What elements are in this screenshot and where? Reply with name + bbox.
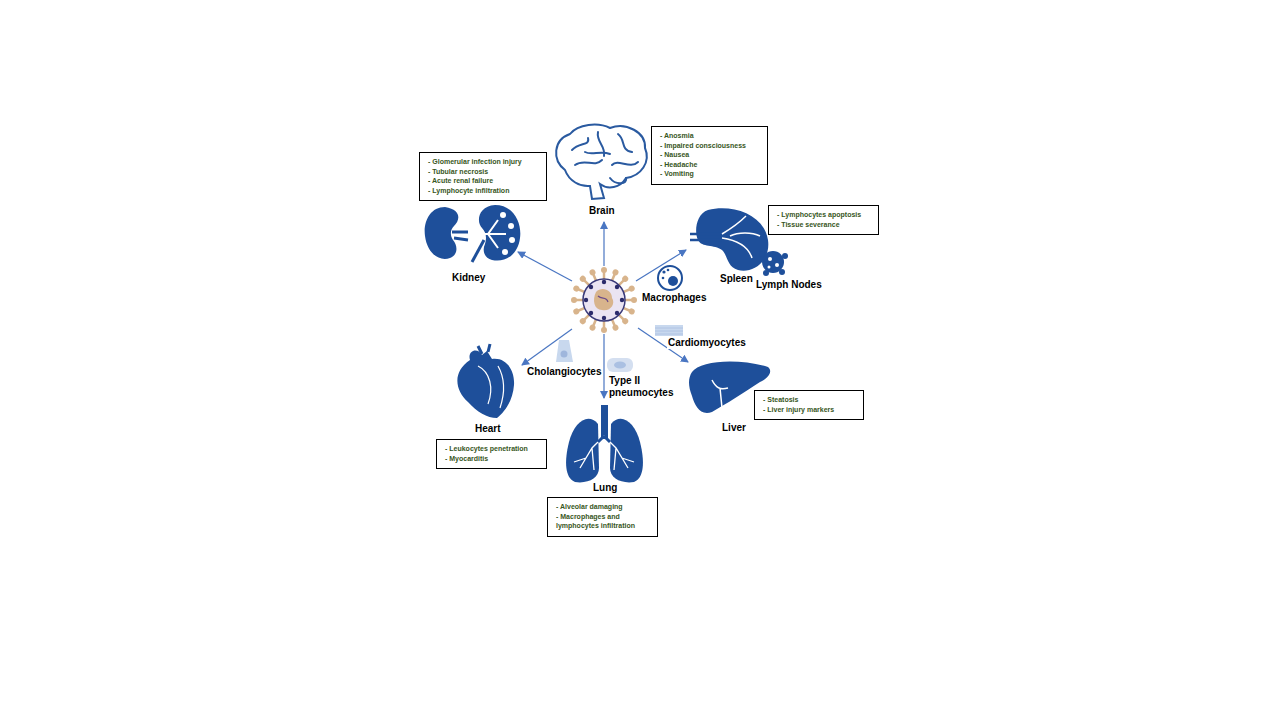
- bullet-text: - Nausea: [660, 150, 763, 160]
- macrophage-icon: [658, 266, 682, 290]
- bullet-text: - Liver injury markers: [763, 405, 859, 415]
- callout-box: - Alveolar damaging- Macrophages and lym…: [547, 497, 658, 537]
- bullet-text: - Impaired consciousness: [660, 141, 763, 151]
- bullet-text: - Lymphocyte infiltration: [428, 186, 542, 196]
- callout-box: - Glomerular infection injury- Tubular n…: [419, 152, 547, 201]
- organ-label: Lymph Nodes: [755, 279, 823, 291]
- cholangiocyte-icon: [556, 340, 573, 362]
- pneumocyte-icon: [607, 358, 633, 372]
- bullet-text: - Anosmia: [660, 131, 763, 141]
- bullet-text: - Alveolar damaging: [556, 502, 653, 512]
- bullet-text: - Acute renal failure: [428, 176, 542, 186]
- callout-box: - Leukocytes penetration- Myocarditis: [436, 439, 547, 469]
- bullet-text: - Glomerular infection injury: [428, 157, 542, 167]
- lung-icon: [566, 405, 643, 482]
- callout-box: - Steatosis- Liver injury markers: [754, 390, 864, 420]
- bullet-text: - Vomiting: [660, 169, 763, 179]
- bullet-text: - Leukocytes penetration: [445, 444, 542, 454]
- organ-label: Kidney: [451, 272, 486, 284]
- bullet-text: - Macrophages and lymphocytes infiltrati…: [556, 512, 653, 531]
- organ-label: Macrophages: [641, 292, 707, 304]
- callout-box: - Lymphocytes apoptosis- Tissue severanc…: [768, 205, 879, 235]
- cardiomyocyte-icon: [655, 325, 683, 336]
- callout-box: - Anosmia- Impaired consciousness- Nause…: [651, 126, 768, 185]
- organ-label: Brain: [588, 205, 616, 217]
- spread-arrows: [518, 222, 688, 398]
- organ-label: Liver: [721, 422, 747, 434]
- bullet-text: - Headache: [660, 160, 763, 170]
- organ-label: Cholangiocytes: [526, 366, 602, 378]
- bullet-text: - Tubular necrosis: [428, 167, 542, 177]
- bullet-text: - Myocarditis: [445, 454, 542, 464]
- bullet-text: - Steatosis: [763, 395, 859, 405]
- heart-icon: [457, 344, 514, 418]
- bullet-text: - Lymphocytes apoptosis: [777, 210, 874, 220]
- lymph-node-icon: [759, 251, 788, 276]
- organ-label: Lung: [592, 482, 618, 494]
- bullet-text: - Tissue severance: [777, 220, 874, 230]
- virus-icon: [571, 267, 637, 333]
- organ-label: Heart: [474, 423, 502, 435]
- organ-label: Type II pneumocytes: [608, 375, 682, 399]
- kidney-icon: [425, 205, 521, 262]
- organ-label: Cardiomyocytes: [667, 337, 747, 349]
- brain-icon: [556, 125, 647, 199]
- spleen-icon: [690, 208, 768, 270]
- organ-label: Spleen: [719, 273, 754, 285]
